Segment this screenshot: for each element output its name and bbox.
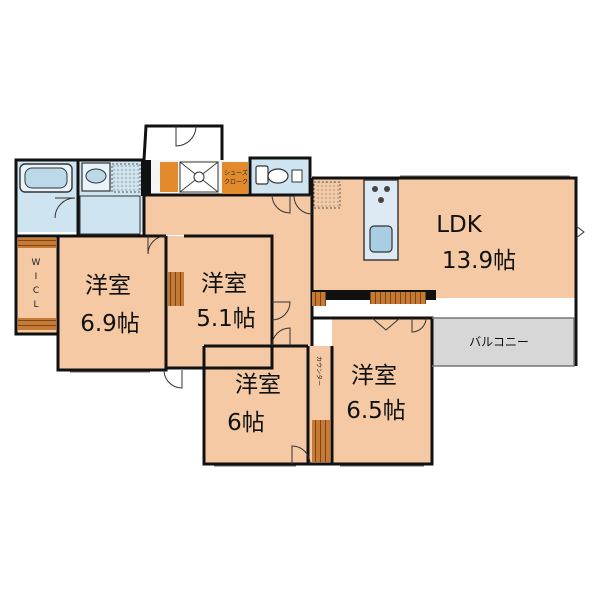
western-3-name: 洋室: [235, 372, 281, 398]
room-western-3: [204, 346, 308, 464]
doors: [54, 125, 585, 465]
shoes-closet-line-1: シューズ: [224, 169, 248, 177]
windows: [70, 175, 570, 467]
kitchen-sink-icon: [369, 225, 393, 253]
balcony: [432, 318, 574, 366]
ldk-size: 13.9帖: [442, 248, 516, 274]
kitchen-stove-icon: [372, 186, 390, 203]
washroom-floor: [79, 195, 141, 235]
shoes-closet-label: シューズ クローク: [224, 169, 248, 186]
shoes-closet-line-2: クローク: [224, 179, 248, 186]
shoes-closet: [222, 162, 248, 194]
fridge-space-icon: [313, 181, 341, 209]
ldk-storage-small: [312, 292, 326, 306]
western-4-size: 6.5帖: [346, 398, 406, 424]
storage: [18, 162, 426, 462]
toilet-icon: [255, 165, 303, 185]
wicl-letter-4: L: [33, 300, 38, 310]
wicl-shelf-top: [18, 238, 56, 248]
wicl-letter-3: C: [33, 286, 39, 296]
balcony-label: バルコニー: [469, 335, 529, 349]
ldk-shelf: [370, 292, 426, 304]
room-labels: LDK 13.9帖 洋室 6.9帖 洋室 5.1帖 洋室 6帖 洋室 6.5帖 …: [80, 212, 529, 436]
washbasin-icon: [81, 162, 111, 192]
wicl-letter-2: I: [35, 272, 38, 282]
western-3-size: 6帖: [227, 410, 265, 436]
fixtures: [19, 161, 399, 261]
entrance-storage: [160, 162, 178, 192]
western-2-closet: [168, 272, 184, 306]
room-ldk: [312, 178, 576, 298]
room-western-4: [332, 318, 432, 464]
western-2-size: 5.1帖: [196, 306, 256, 332]
walk-in-closet: [16, 236, 58, 334]
western-4-name: 洋室: [351, 363, 397, 389]
counter-closet: [312, 420, 330, 462]
bathtub-icon: [19, 163, 73, 193]
entrance-step-icon: [179, 161, 219, 193]
wicl-label: W I C L: [32, 258, 41, 310]
western-1-size: 6.9帖: [80, 311, 140, 337]
wicl-shelf-bottom: [18, 318, 56, 330]
wicl-letter-1: W: [32, 258, 41, 268]
ldk-name: LDK: [436, 212, 483, 238]
western-1-name: 洋室: [85, 273, 131, 299]
room-western-1: [58, 236, 166, 370]
western-2-name: 洋室: [201, 271, 247, 297]
counter-label: カウンター: [315, 356, 323, 386]
washing-machine-icon: [111, 163, 141, 193]
hallway-lower: [272, 195, 312, 355]
